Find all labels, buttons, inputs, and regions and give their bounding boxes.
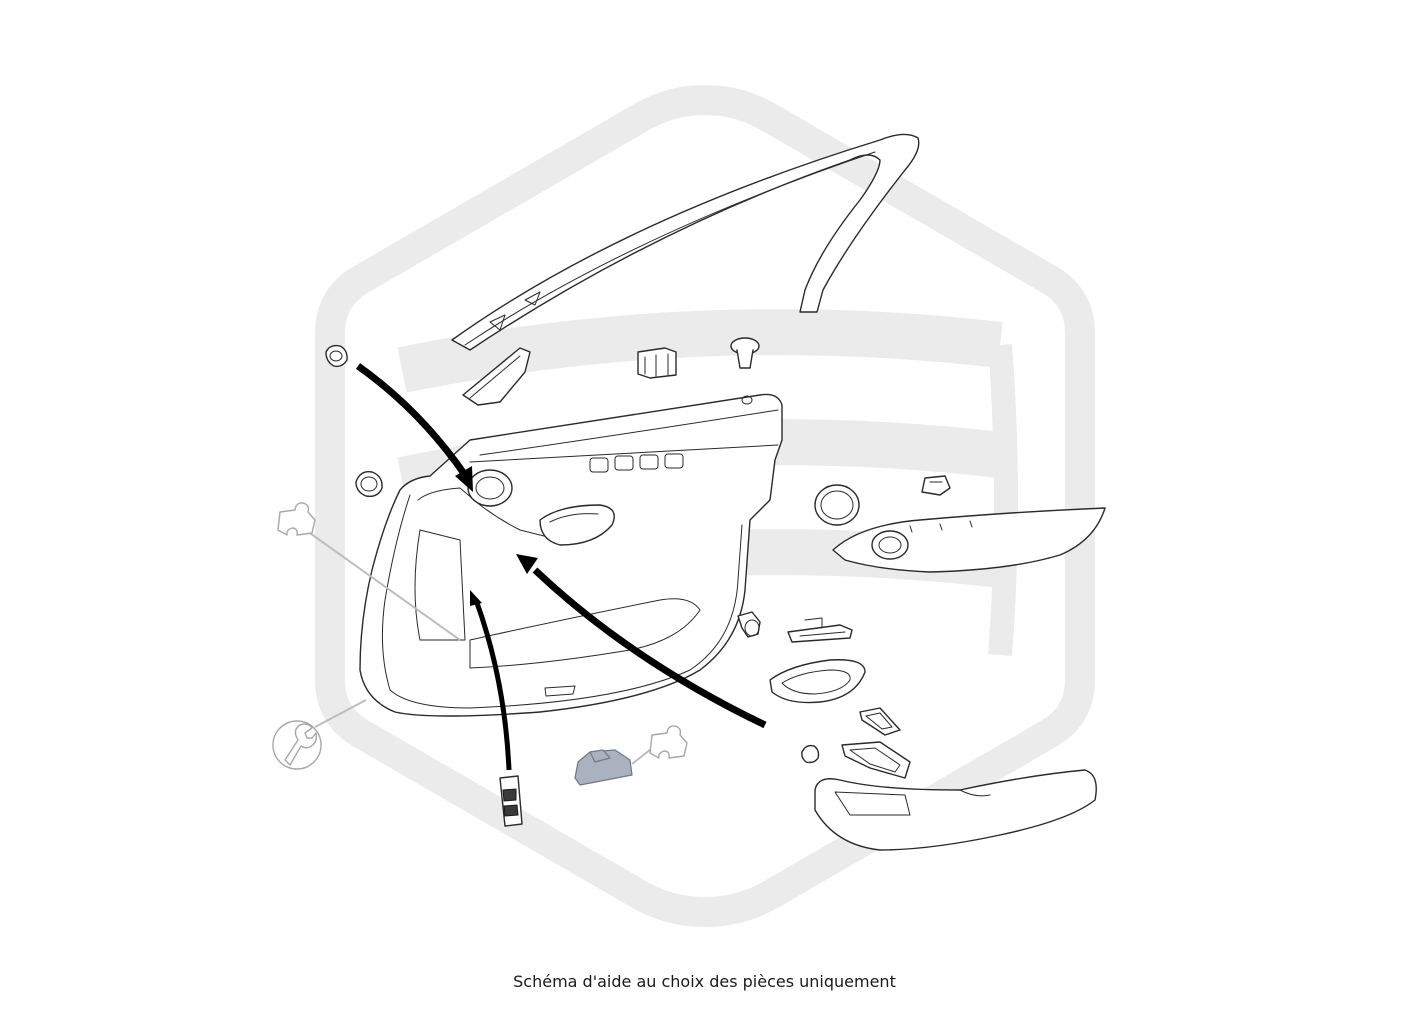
push-pin-clip-top[interactable] [730,337,760,369]
upper-trim-strip[interactable] [832,507,1106,573]
small-bracket[interactable] [921,475,951,496]
courtesy-light-highlighted[interactable] [574,749,633,786]
arrow-to-handle [516,554,767,729]
round-clip-middle[interactable] [355,471,383,498]
callout-puzzle-right[interactable] [631,725,688,765]
inner-door-handle[interactable] [769,659,866,704]
door-trim-panel[interactable] [359,393,783,717]
armrest-trim[interactable] [814,769,1097,851]
round-clip-bottom[interactable] [801,744,820,764]
switch-bezel-small[interactable] [859,707,901,736]
speaker-cover[interactable] [814,484,860,526]
callout-tool[interactable] [272,699,367,770]
wrench-icon [284,723,318,766]
handle-clip[interactable] [787,617,853,643]
arrow-to-switch [470,590,512,771]
puzzle-piece-icon [649,725,688,759]
switch-bezel-large[interactable] [841,741,911,779]
puzzle-piece-icon [277,502,316,536]
diagram-caption: Schéma d'aide au choix des pièces unique… [513,972,896,991]
arrow-to-speaker [355,363,473,492]
panel-clip-square[interactable] [637,347,677,379]
screw[interactable] [737,611,761,638]
window-switch-module[interactable] [499,775,523,827]
window-frame-trim[interactable] [451,133,920,351]
mirror-corner-trim[interactable] [462,347,531,406]
callout-puzzle-left[interactable] [277,502,461,641]
round-clip-top[interactable] [325,344,348,368]
